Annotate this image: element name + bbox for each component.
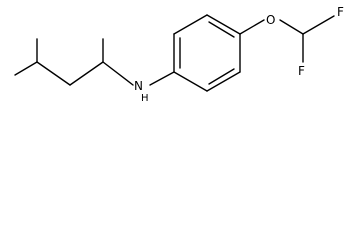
hydrogen-label: H [141, 93, 149, 104]
bond-ring-o [239, 19, 265, 35]
ring-double-bond-top [208, 21, 235, 38]
fluorine-label-top: F [337, 5, 344, 19]
fluorine-label-bottom: F [298, 64, 305, 78]
structure-diagram: N H O F F [14, 5, 344, 104]
bond-methyl-left-bottom [14, 61, 38, 76]
alkyl-chain [14, 38, 134, 86]
oxygen-label: O [266, 13, 275, 27]
ring-bond-3 [206, 14, 241, 35]
bond-c-f-top [302, 15, 335, 35]
bond-ch-ch2 [36, 61, 71, 86]
ring-bond-6 [173, 71, 208, 92]
nitrogen-label: N [134, 79, 143, 93]
bond-n-ring [149, 71, 175, 86]
benzene-ring [173, 14, 241, 92]
bond-ch-n [102, 61, 134, 86]
ring-bond-2 [173, 14, 208, 35]
ring-bond-5 [206, 71, 241, 92]
bond-o-c [279, 19, 304, 35]
ring-double-bond-bottom [208, 68, 235, 85]
bond-ch2-ch [69, 61, 104, 86]
